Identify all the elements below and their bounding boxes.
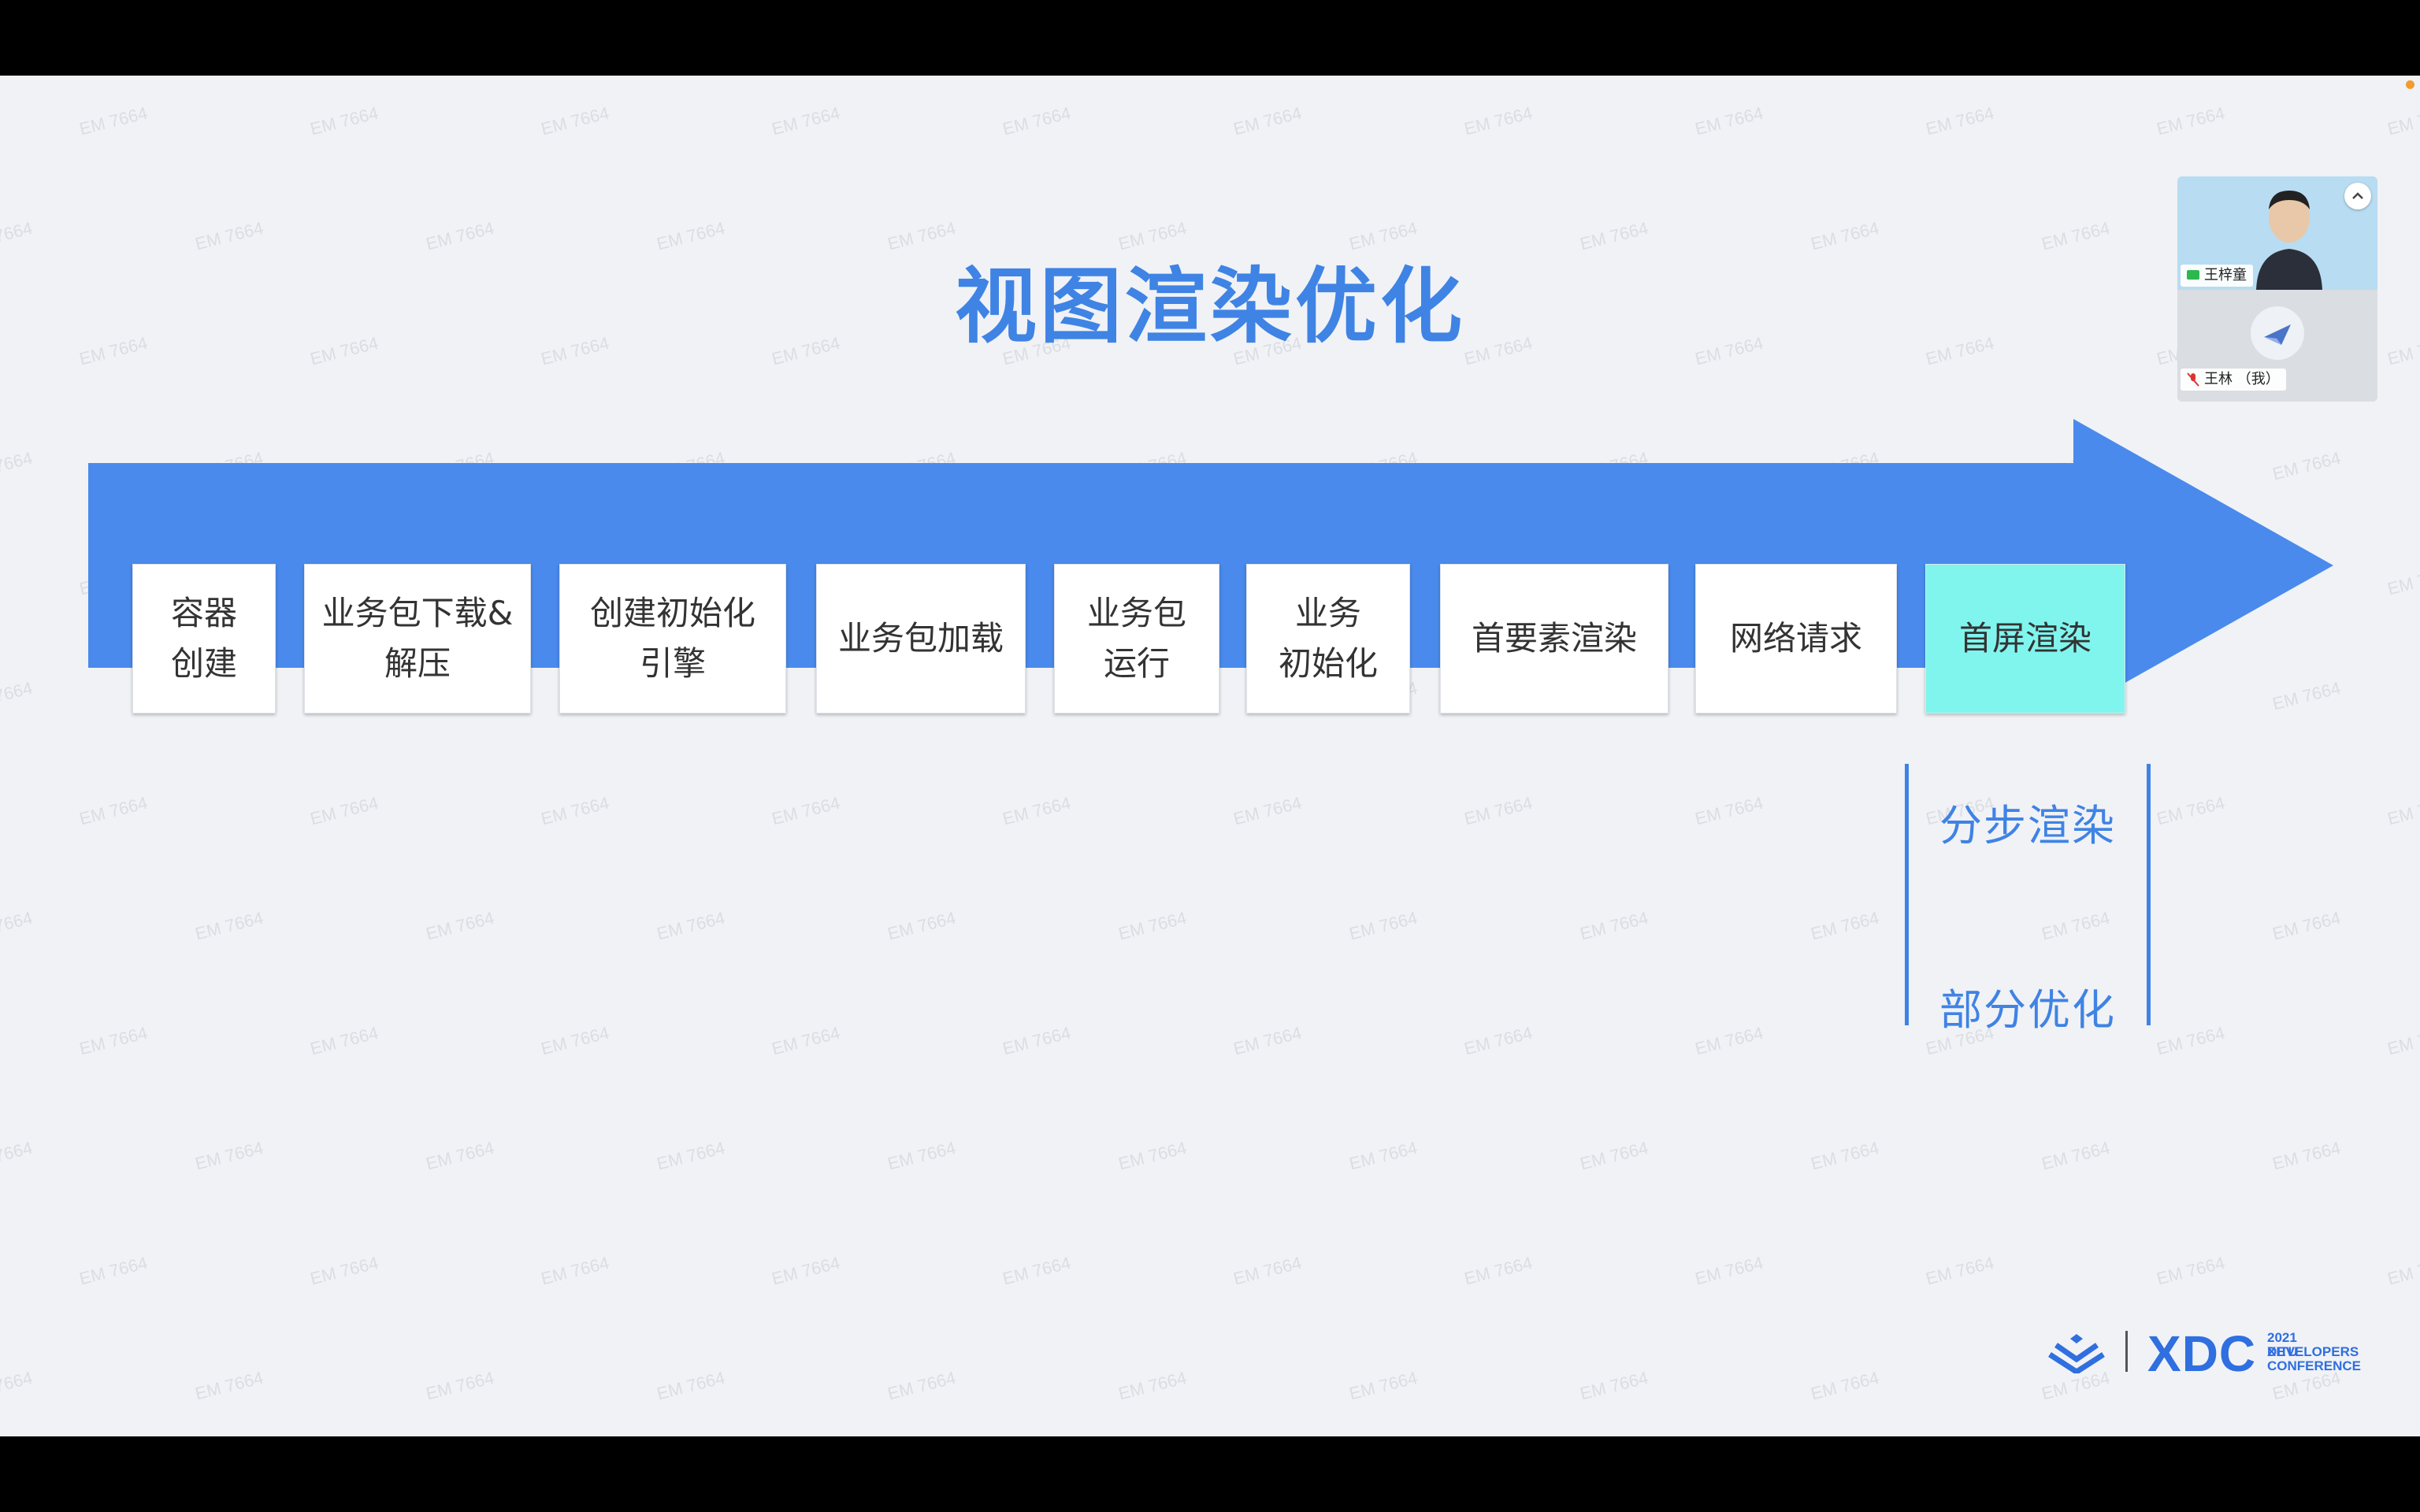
process-step: 创建初始化 引擎 bbox=[559, 564, 786, 713]
process-step: 容器 创建 bbox=[132, 564, 276, 713]
participant-name: 王林 （我） bbox=[2181, 369, 2286, 391]
process-step: 业务 初始化 bbox=[1246, 564, 1410, 713]
collapse-button[interactable] bbox=[2344, 183, 2371, 209]
logo-divider bbox=[2125, 1331, 2128, 1372]
logo-subtitle-line: DEVELOPERS bbox=[2267, 1344, 2359, 1359]
process-step: 业务包下载& 解压 bbox=[304, 564, 531, 713]
speaker-avatar bbox=[2256, 191, 2322, 290]
status-dot bbox=[2406, 80, 2414, 89]
slide-title: 视图渲染优化 bbox=[954, 258, 1465, 354]
bracket-item-partial-optimize: 部分优化 bbox=[1939, 985, 2116, 1035]
participant-video-speaker[interactable]: 王梓童 bbox=[2177, 176, 2377, 290]
optimization-bracket: 分步渲染 部分优化 bbox=[1905, 764, 2151, 1035]
process-step-highlighted: 首屏渲染 bbox=[1925, 564, 2125, 713]
logo-subtitle-line: 2021 XITU bbox=[2267, 1330, 2298, 1359]
process-step: 业务包加载 bbox=[816, 564, 1026, 713]
camera-on-icon bbox=[2187, 270, 2199, 280]
participant-name: 王梓童 bbox=[2181, 265, 2253, 287]
logo-text: XDC bbox=[2147, 1325, 2257, 1382]
participant-video-self[interactable]: 王林 （我） bbox=[2177, 290, 2377, 402]
bracket-item-step-render: 分步渲染 bbox=[1939, 801, 2116, 850]
chevron-up-icon bbox=[2352, 192, 2363, 199]
video-panel[interactable]: 王梓童 王林 （我） bbox=[2177, 176, 2377, 402]
xitu-logo-icon bbox=[2048, 1334, 2105, 1373]
self-avatar-icon bbox=[2251, 306, 2304, 360]
process-arrow bbox=[88, 419, 2333, 712]
mic-muted-icon bbox=[2187, 372, 2199, 387]
logo-subtitle-line: CONFERENCE bbox=[2267, 1358, 2362, 1373]
process-step: 业务包 运行 bbox=[1054, 564, 1219, 713]
process-step: 网络请求 bbox=[1695, 564, 1897, 713]
process-step: 首要素渲染 bbox=[1440, 564, 1668, 713]
